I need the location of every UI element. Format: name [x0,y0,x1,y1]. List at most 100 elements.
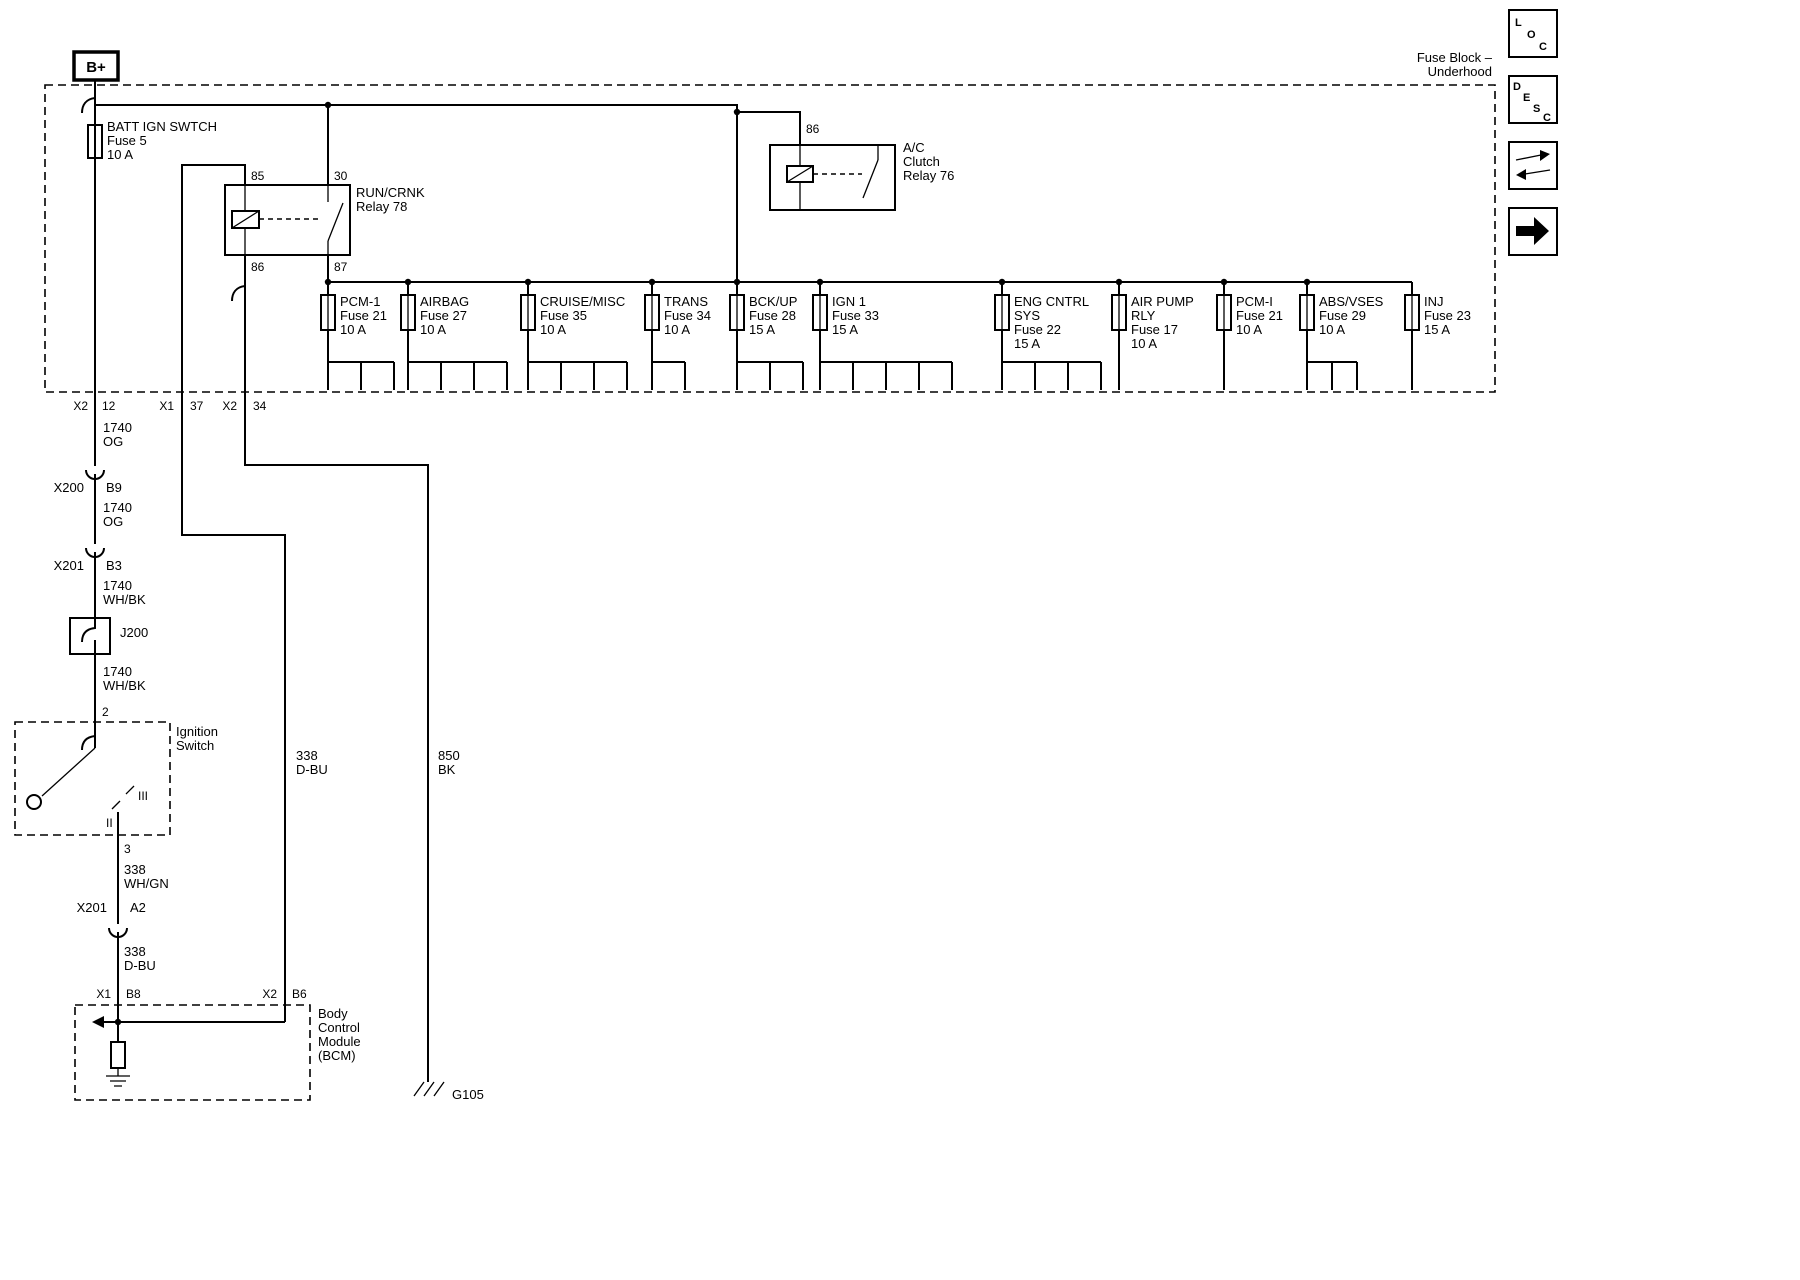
loc-button[interactable]: L O C [1508,9,1558,58]
run-crnk-relay-78: 85 30 86 87 RUN/CRNK Relay 78 [181,105,429,1082]
wire-label: D-BU [296,762,328,777]
fuse-number: Fuse 22 [1014,322,1061,337]
switch-blade-icon [862,159,879,199]
relay-control-wire: 338 D-BU X2 B6 [181,392,328,1022]
fuse-block-title-line1: Fuse Block – [1417,50,1493,65]
fuse-eng-cntrl-sys: ENG CNTRL SYS Fuse 22 15 A [994,282,1102,390]
fuse-block-underhood: Fuse Block – Underhood [44,50,1496,393]
next-button[interactable] [1508,207,1558,256]
junction-dot [114,1018,122,1026]
fuse5-batt-ign-swtch: BATT IGN SWTCH Fuse 5 10 A [87,119,217,162]
fuse-name2: SYS [1014,308,1040,323]
ground-icon [106,1068,130,1087]
wire-label: 338 [296,748,318,763]
relay78-t85: 85 [251,169,265,183]
desc-button[interactable]: D E S C [1508,75,1558,124]
fuse-symbol [729,294,745,331]
pin-label: B6 [292,987,307,1001]
pin-label: X1 [96,987,111,1001]
relay76-t86: 86 [806,122,820,136]
inline-connector-icon [85,547,105,558]
pin-label: 12 [102,399,116,413]
position-label-iii: III [138,789,148,803]
next-button-border[interactable] [1508,207,1558,256]
related-links-button[interactable] [1508,141,1558,190]
fuse-symbol [320,294,336,331]
wire-label: WH/BK [103,678,146,693]
wire-t85-to-x1-37 [181,164,246,392]
desc-button-border[interactable] [1508,75,1558,124]
position-label-ii: II [106,816,113,830]
bcm-label4: (BCM) [318,1048,356,1063]
wire-label: WH/BK [103,592,146,607]
bcm-label2: Control [318,1020,360,1035]
fuse-symbol [1404,294,1420,331]
fuse-name: INJ [1424,294,1444,309]
fuse-symbol [1111,294,1127,331]
fuse-symbol [644,294,660,331]
fuse-amps: 10 A [1236,322,1262,337]
relay76-name-line2: Clutch [903,154,940,169]
fuse5-amps: 10 A [107,147,133,162]
right-arrow-icon [1516,217,1549,245]
fuse-amps: 15 A [1014,336,1040,351]
wire-label: WH/GN [124,876,169,891]
fuse-wires [407,282,508,390]
inline-connector-icon [108,927,128,938]
bcm-label1: Body [318,1006,348,1021]
connector-label: A2 [130,900,146,915]
fuse5-name: BATT IGN SWTCH [107,119,217,134]
fuse-symbol [1299,294,1315,331]
ignition-switch-label1: Ignition [176,724,218,739]
loc-button-border[interactable] [1508,9,1558,58]
chassis-ground-icon [413,1081,445,1097]
terminal-hook-icon [231,285,246,302]
fuse-number: Fuse 17 [1131,322,1178,337]
fuse-amps: 10 A [420,322,446,337]
fuse-pcmi: PCM-I Fuse 21 10 A [1216,282,1283,390]
fuse-number: Fuse 33 [832,308,879,323]
splice-hook-icon [81,618,96,654]
fuse-number: Fuse 23 [1424,308,1471,323]
fuse-amps: 10 A [1131,336,1157,351]
junction-dot [733,108,741,116]
ignition-switch-label2: Switch [176,738,214,753]
pin-label: X2 [222,399,237,413]
sidebar-tools: L O C D E S C [1508,9,1558,256]
fuse-number: Fuse 27 [420,308,467,323]
connector-label: X201 [77,900,107,915]
connector-label: B3 [106,558,122,573]
fuse-name: ABS/VSES [1319,294,1384,309]
fuse-abs-vses: ABS/VSES Fuse 29 10 A [1299,282,1384,390]
terminal-hook-icon [81,97,96,114]
connector-label: J200 [120,625,148,640]
loc-letter: C [1539,41,1547,53]
wire-338-dbu [181,392,286,1022]
related-button-border[interactable] [1508,141,1558,190]
fuse-pcm1: PCM-1 Fuse 21 10 A [320,282,395,390]
connector-label: B9 [106,480,122,495]
fuse-trans: TRANS Fuse 34 10 A [644,282,711,390]
fuse-amps: 15 A [1424,322,1450,337]
fuse-name: IGN 1 [832,294,866,309]
fuse-number: Fuse 29 [1319,308,1366,323]
swap-arrow-head [1540,150,1550,161]
fuse5-number: Fuse 5 [107,133,147,148]
fuse-inj: INJ Fuse 23 15 A [1404,282,1471,390]
relay-coil-diagonal [786,165,814,183]
wire-t86-to-g105 [244,255,429,1082]
wire-label: BK [438,762,456,777]
pin-label: X2 [73,399,88,413]
desc-letter: D [1513,81,1521,93]
ignition-bus [324,278,1412,286]
desc-letter: C [1543,112,1551,124]
switch-pivot-icon [26,794,42,810]
ground-wire-850: 850 BK G105 [413,748,484,1102]
position-tick [111,800,121,810]
ignition-feed-chain: 1740 OG X200 B9 1740 OG X201 B3 1740 WH/… [54,392,148,722]
desc-letter: E [1523,92,1530,104]
body-control-module: Body Control Module (BCM) [74,1004,361,1101]
j200-splice-box [69,617,111,655]
relay78-name-line2: Relay 78 [356,199,407,214]
fuse-name: PCM-I [1236,294,1273,309]
